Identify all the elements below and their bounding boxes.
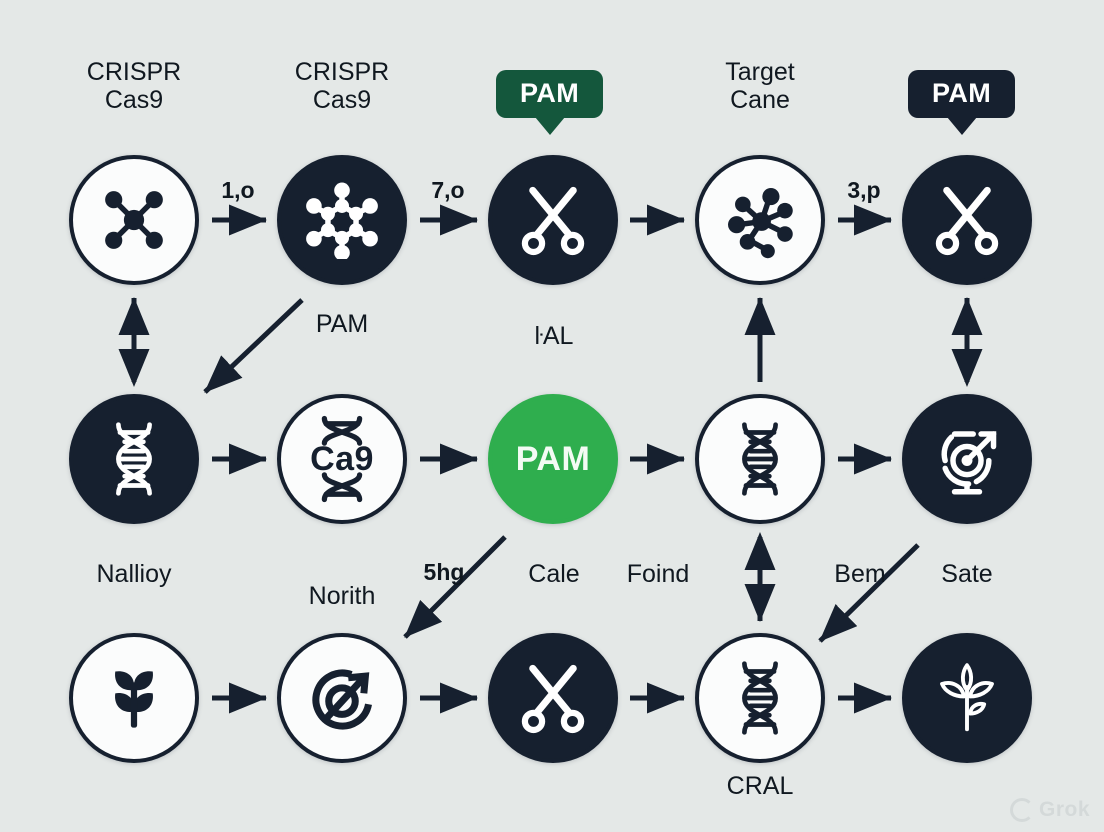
scissors-icon <box>928 181 1006 259</box>
label-sate: Sate <box>941 560 993 588</box>
node-plant-solid[interactable] <box>69 633 199 763</box>
molecule-ring-icon <box>303 181 381 259</box>
target-arrow-icon <box>928 420 1006 498</box>
label-crispr-cas9-left: CRISPR Cas9 <box>86 58 182 114</box>
node-scissors-cut-2[interactable] <box>902 155 1032 285</box>
label-arrow-5hg: 5hg <box>423 559 465 585</box>
node-target-arrow-dark[interactable] <box>902 394 1032 524</box>
pam-circle-text: PAM <box>515 440 591 478</box>
dna-helix-icon <box>95 420 173 498</box>
badge-pam-navy[interactable]: PAM <box>908 70 1016 135</box>
dna-helix-icon <box>721 659 799 737</box>
label-norith: Norith <box>308 582 376 610</box>
label-pam-under-node2: PAM <box>315 310 369 338</box>
node-dna-helix-light-mid[interactable] <box>695 394 825 524</box>
plant-outline-icon <box>928 659 1006 737</box>
label-arrow-7o: 7,o <box>431 177 465 203</box>
cas9-label-icon: Ca9 <box>298 415 386 503</box>
scissors-icon <box>514 659 592 737</box>
label-nallioy: Nallioy <box>96 560 172 588</box>
node-target-arrow-light[interactable] <box>277 633 407 763</box>
watermark: Grok <box>1009 798 1090 822</box>
spiral-icon <box>1009 798 1034 822</box>
badge-tail <box>946 117 977 135</box>
label-target-cane: Target Cane <box>725 58 795 114</box>
molecule-network-icon <box>721 181 799 259</box>
label-cale: Cale <box>528 560 580 588</box>
label-arrow-1o: 1,o <box>221 177 255 203</box>
badge-pam-green[interactable]: PAM <box>496 70 604 135</box>
target-arrow-icon <box>303 659 381 737</box>
label-foind: Foind <box>626 560 690 588</box>
label-bem: Bem <box>834 560 886 588</box>
node-crispr-cas9-molecule[interactable] <box>69 155 199 285</box>
label-hal-under-node3: ŀAL <box>534 322 574 350</box>
node-scissors-cut-1[interactable] <box>488 155 618 285</box>
watermark-text: Grok <box>1038 798 1090 821</box>
node-pam-green-circle[interactable]: PAM <box>488 394 618 524</box>
plant-solid-icon <box>95 659 173 737</box>
label-cral: CRAL <box>726 772 794 800</box>
node-crispr-cas9-ring[interactable] <box>277 155 407 285</box>
label-crispr-cas9-mid: CRISPR Cas9 <box>294 58 390 114</box>
scissors-icon <box>514 181 592 259</box>
molecule-star-icon <box>95 181 173 259</box>
badge-tail <box>534 117 565 135</box>
badge-pam-green-text: PAM <box>520 78 580 108</box>
node-plant-outline[interactable] <box>902 633 1032 763</box>
cas9-text: Ca9 <box>310 440 374 478</box>
badge-pam-navy-text: PAM <box>932 78 992 108</box>
node-cas9-labelled[interactable]: Ca9 <box>277 394 407 524</box>
node-scissors-cut-3[interactable] <box>488 633 618 763</box>
node-dna-helix-dark[interactable] <box>69 394 199 524</box>
label-arrow-3p: 3,p <box>847 177 881 203</box>
node-dna-helix-light-bottom[interactable] <box>695 633 825 763</box>
node-target-cane-molecule[interactable] <box>695 155 825 285</box>
dna-helix-icon <box>721 420 799 498</box>
